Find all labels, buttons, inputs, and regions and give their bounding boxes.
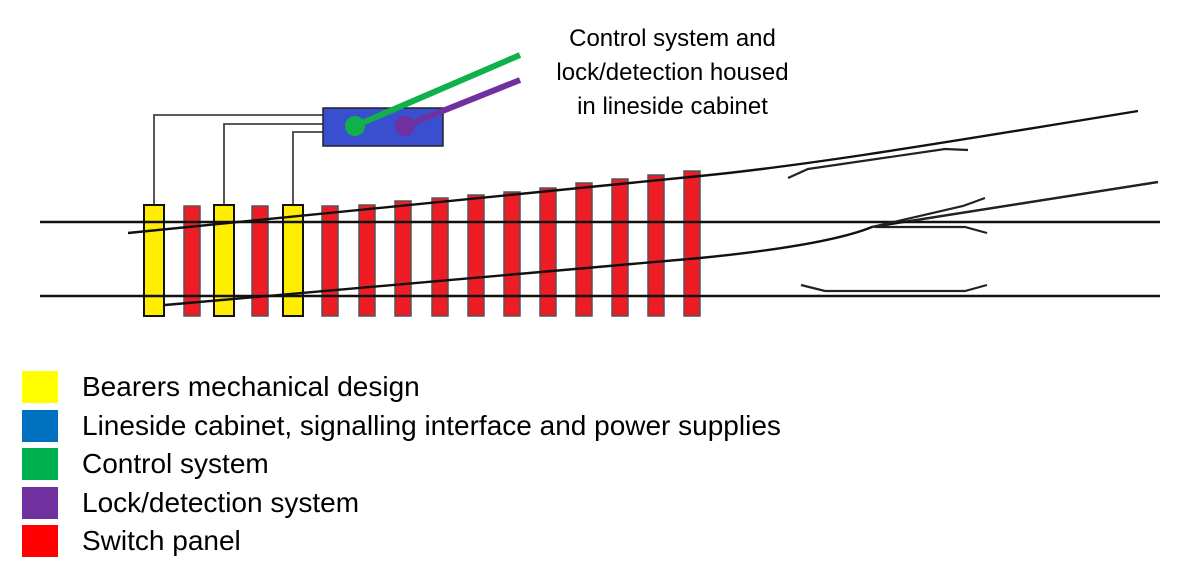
diverging-rail-upper [127,109,1139,235]
bearer [213,204,235,317]
switch-panel [611,178,629,317]
callout-line-2: lock/detection housed [556,59,789,86]
legend-swatch-red [22,525,58,558]
lock-detection-node [395,116,415,136]
wing-rail-crossing-lower [875,225,988,235]
legend-item-lock-detection: Lock/detection system [22,484,781,523]
wing-rail-crossing-upper [871,196,986,229]
switch-panel [394,200,412,317]
switch-panel [539,187,557,317]
legend-swatch-green [22,448,58,481]
legend: Bearers mechanical design Lineside cabin… [22,368,781,561]
cabinet-wire [153,114,323,205]
legend-swatch-purple [22,486,58,519]
switch-panel [575,182,593,317]
lock-detection-lead [403,77,522,129]
crossing-nose [909,180,1159,223]
legend-item-switch-panel: Switch panel [22,522,781,561]
legend-item-control-system: Control system [22,445,781,484]
switch-panel [467,194,485,317]
legend-label: Bearers mechanical design [82,371,420,403]
check-rail-lower [800,283,988,293]
switch-panel [647,174,665,317]
legend-label: Switch panel [82,525,241,557]
switch-panel [503,191,521,317]
check-rails [787,147,1159,293]
legend-label: Control system [82,448,269,480]
bearer [143,204,165,317]
sleepers-group [143,170,701,317]
legend-swatch-yellow [22,371,58,404]
diverging-rail-lower [164,180,1159,307]
callout-line-3: in lineside cabinet [577,93,768,120]
switch-panel [431,197,449,317]
switch-panel [321,205,339,317]
legend-item-bearers: Bearers mechanical design [22,368,781,407]
cabinet-callout: Control system and lock/detection housed… [520,22,825,124]
rails [40,109,1160,307]
cabinet-wire [292,131,323,205]
legend-item-cabinet: Lineside cabinet, signalling interface a… [22,407,781,446]
legend-label: Lock/detection system [82,486,360,518]
callout-line-1: Control system and [569,25,776,52]
cabinet-wire [223,123,323,205]
railway-switch-diagram [40,52,1160,317]
switch-panel [183,205,201,317]
bearer [282,204,304,317]
legend-swatch-blue [22,409,58,442]
check-rail-upper [787,147,969,180]
cabinet-wiring [153,114,323,205]
switch-panel [251,205,269,317]
control-system-node [345,116,365,136]
switch-panel [683,170,701,317]
legend-label: Lineside cabinet, signalling interface a… [82,409,781,441]
control-system-lead [353,52,522,129]
